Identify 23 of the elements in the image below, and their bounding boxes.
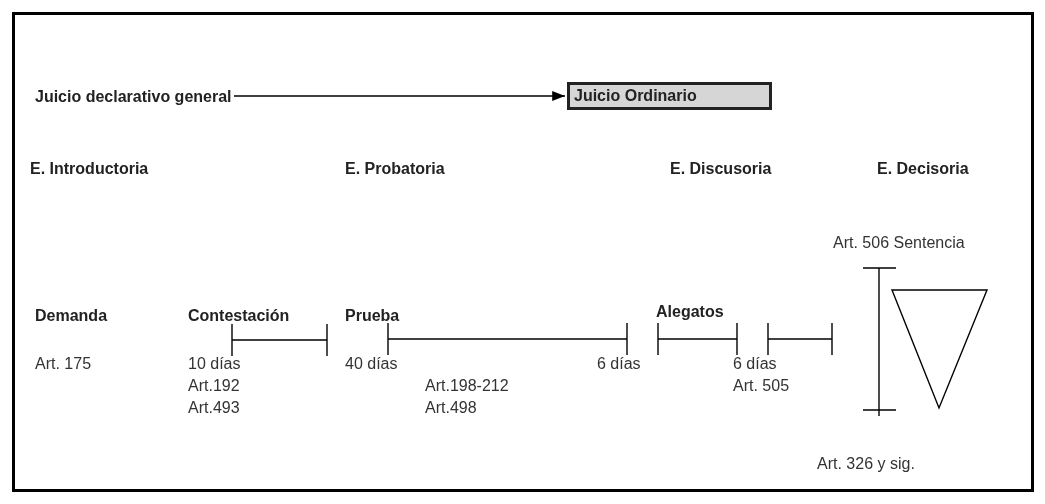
- duration-label: 6 días: [733, 355, 777, 373]
- article-label: Art.192: [188, 377, 240, 395]
- arrow: [233, 90, 566, 102]
- step-heading: Alegatos: [656, 303, 724, 321]
- article-label: Art. 326 y sig.: [817, 455, 915, 473]
- heading-text: Juicio declarativo general: [35, 88, 232, 106]
- article-label: Art.498: [425, 399, 477, 417]
- article-label: Art. 505: [733, 377, 790, 395]
- article-label: Art. 506 Sentencia: [833, 234, 965, 252]
- article-label: Art.493: [188, 399, 240, 417]
- step-heading: Prueba: [345, 307, 400, 325]
- duration-label: 10 días: [188, 355, 241, 373]
- stage-heading: E. Probatoria: [345, 160, 445, 178]
- stage-heading: E. Discusoria: [670, 160, 772, 178]
- duration-label: 6 días: [597, 355, 641, 373]
- duration-label: 40 días: [345, 355, 398, 373]
- title-box: Juicio Ordinario: [567, 82, 772, 110]
- article-label: Art.198-212: [425, 377, 509, 395]
- step-heading: Demanda: [35, 307, 108, 325]
- stage-heading: E. Introductoria: [30, 160, 149, 178]
- article-label: Art. 175: [35, 355, 92, 373]
- stage-heading: E. Decisoria: [877, 160, 969, 178]
- step-heading: Contestación: [188, 307, 290, 325]
